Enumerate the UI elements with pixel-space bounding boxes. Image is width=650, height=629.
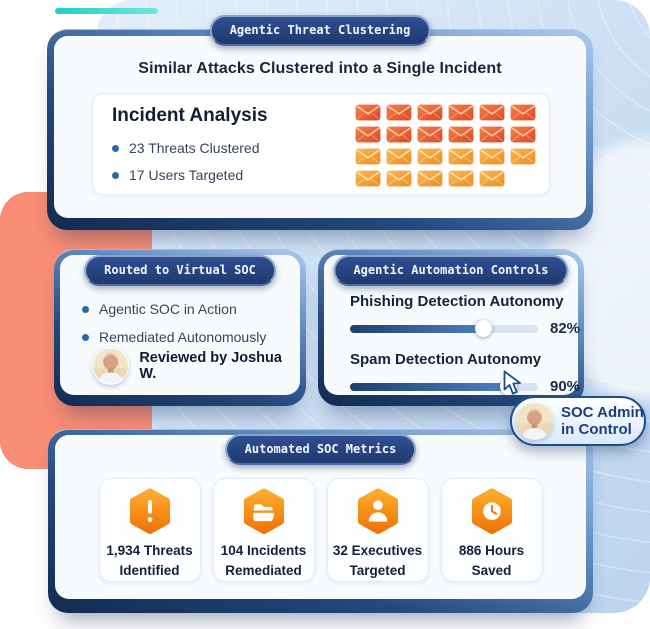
envelope-icon	[386, 126, 412, 143]
bullet-label: Remediated Autonomously	[99, 329, 267, 345]
bullet-dot	[82, 333, 89, 341]
bullet-label: Agentic SOC in Action	[99, 301, 237, 317]
cursor-icon	[503, 370, 521, 395]
envelope-icon	[417, 148, 443, 165]
envelope-icon	[510, 126, 536, 143]
envelope-icon	[510, 148, 536, 165]
card-badge: Automated SOC Metrics	[224, 434, 417, 465]
card-badge: Agentic Threat Clustering	[209, 15, 431, 46]
envelope-icon	[417, 104, 443, 121]
bubble-text: SOC Admin in Control	[561, 403, 644, 438]
bullet-item: 17 Users Targeted	[112, 167, 259, 183]
envelope-row	[355, 104, 536, 121]
autonomy-slider: Phishing Detection Autonomy 82%	[350, 293, 580, 337]
envelope-icon	[355, 104, 381, 121]
envelope-icon	[355, 170, 381, 187]
envelope-icon	[417, 170, 443, 187]
background-teal-accent	[55, 8, 158, 14]
envelope-icon	[510, 104, 536, 121]
reviewer-row: Reviewed by Joshua W.	[92, 347, 300, 385]
bullet-dot	[112, 171, 119, 179]
envelope-icon	[448, 148, 474, 165]
envelope-icon	[479, 104, 505, 121]
admin-avatar	[516, 402, 553, 440]
bullet-item: 23 Threats Clustered	[112, 140, 259, 156]
incident-bullet-list: 23 Threats Clustered 17 Users Targeted	[112, 140, 259, 183]
envelope-icon	[355, 148, 381, 165]
threat-clustering-card: Agentic Threat Clustering Similar Attack…	[47, 15, 593, 230]
card-heading: Similar Attacks Clustered into a Single …	[138, 60, 502, 77]
panel-title: Incident Analysis	[112, 105, 268, 126]
autonomy-slider: Spam Detection Autonomy 90%	[350, 351, 580, 395]
slider-label: Spam Detection Autonomy	[350, 351, 542, 368]
reviewer-avatar	[92, 347, 130, 385]
user-icon	[357, 488, 398, 535]
bullet-label: 23 Threats Clustered	[129, 140, 260, 156]
automation-controls-card: Agentic Automation Controls Phishing Det…	[318, 249, 584, 406]
threat-envelope-grid	[355, 104, 536, 187]
envelope-icon	[448, 126, 474, 143]
autonomy-slider-list: Phishing Detection Autonomy 82% Spam Det…	[350, 293, 580, 409]
envelope-icon	[386, 170, 412, 187]
slider-fill	[350, 324, 484, 333]
soc-admin-bubble: SOC Admin in Control	[510, 396, 646, 446]
envelope-icon	[479, 148, 505, 165]
card-badge: Routed to Virtual SOC	[84, 255, 276, 286]
envelope-icon	[355, 126, 381, 143]
alert-icon	[129, 488, 170, 535]
slider-value: 90%	[550, 378, 581, 395]
envelope-icon	[386, 104, 412, 121]
bullet-label: 17 Users Targeted	[129, 167, 244, 183]
envelope-icon	[448, 170, 474, 187]
slider-track[interactable]	[350, 320, 538, 337]
envelope-row	[355, 126, 536, 143]
slider-thumb[interactable]	[475, 320, 493, 337]
bullet-item: Agentic SOC in Action	[82, 301, 266, 317]
envelope-icon	[448, 104, 474, 121]
folder-icon	[243, 488, 284, 535]
bullet-dot	[82, 305, 89, 313]
bullet-item: Remediated Autonomously	[82, 329, 266, 345]
envelope-icon	[417, 126, 443, 143]
bullet-dot	[112, 144, 119, 152]
card-badge: Agentic Automation Controls	[333, 255, 569, 286]
envelope-icon	[386, 148, 412, 165]
envelope-icon	[479, 126, 505, 143]
incident-analysis-panel: Incident Analysis 23 Threats Clustered 17…	[92, 93, 550, 195]
clock-icon	[471, 488, 512, 535]
envelope-row	[355, 148, 536, 165]
virtual-soc-card: Routed to Virtual SOC Agentic SOC in Act…	[54, 249, 306, 406]
envelope-icon	[479, 170, 505, 187]
envelope-row	[355, 170, 536, 187]
slider-label: Phishing Detection Autonomy	[350, 293, 564, 310]
reviewer-label: Reviewed by Joshua W.	[139, 350, 282, 382]
slider-value: 82%	[550, 320, 581, 337]
slider-fill	[350, 382, 508, 391]
